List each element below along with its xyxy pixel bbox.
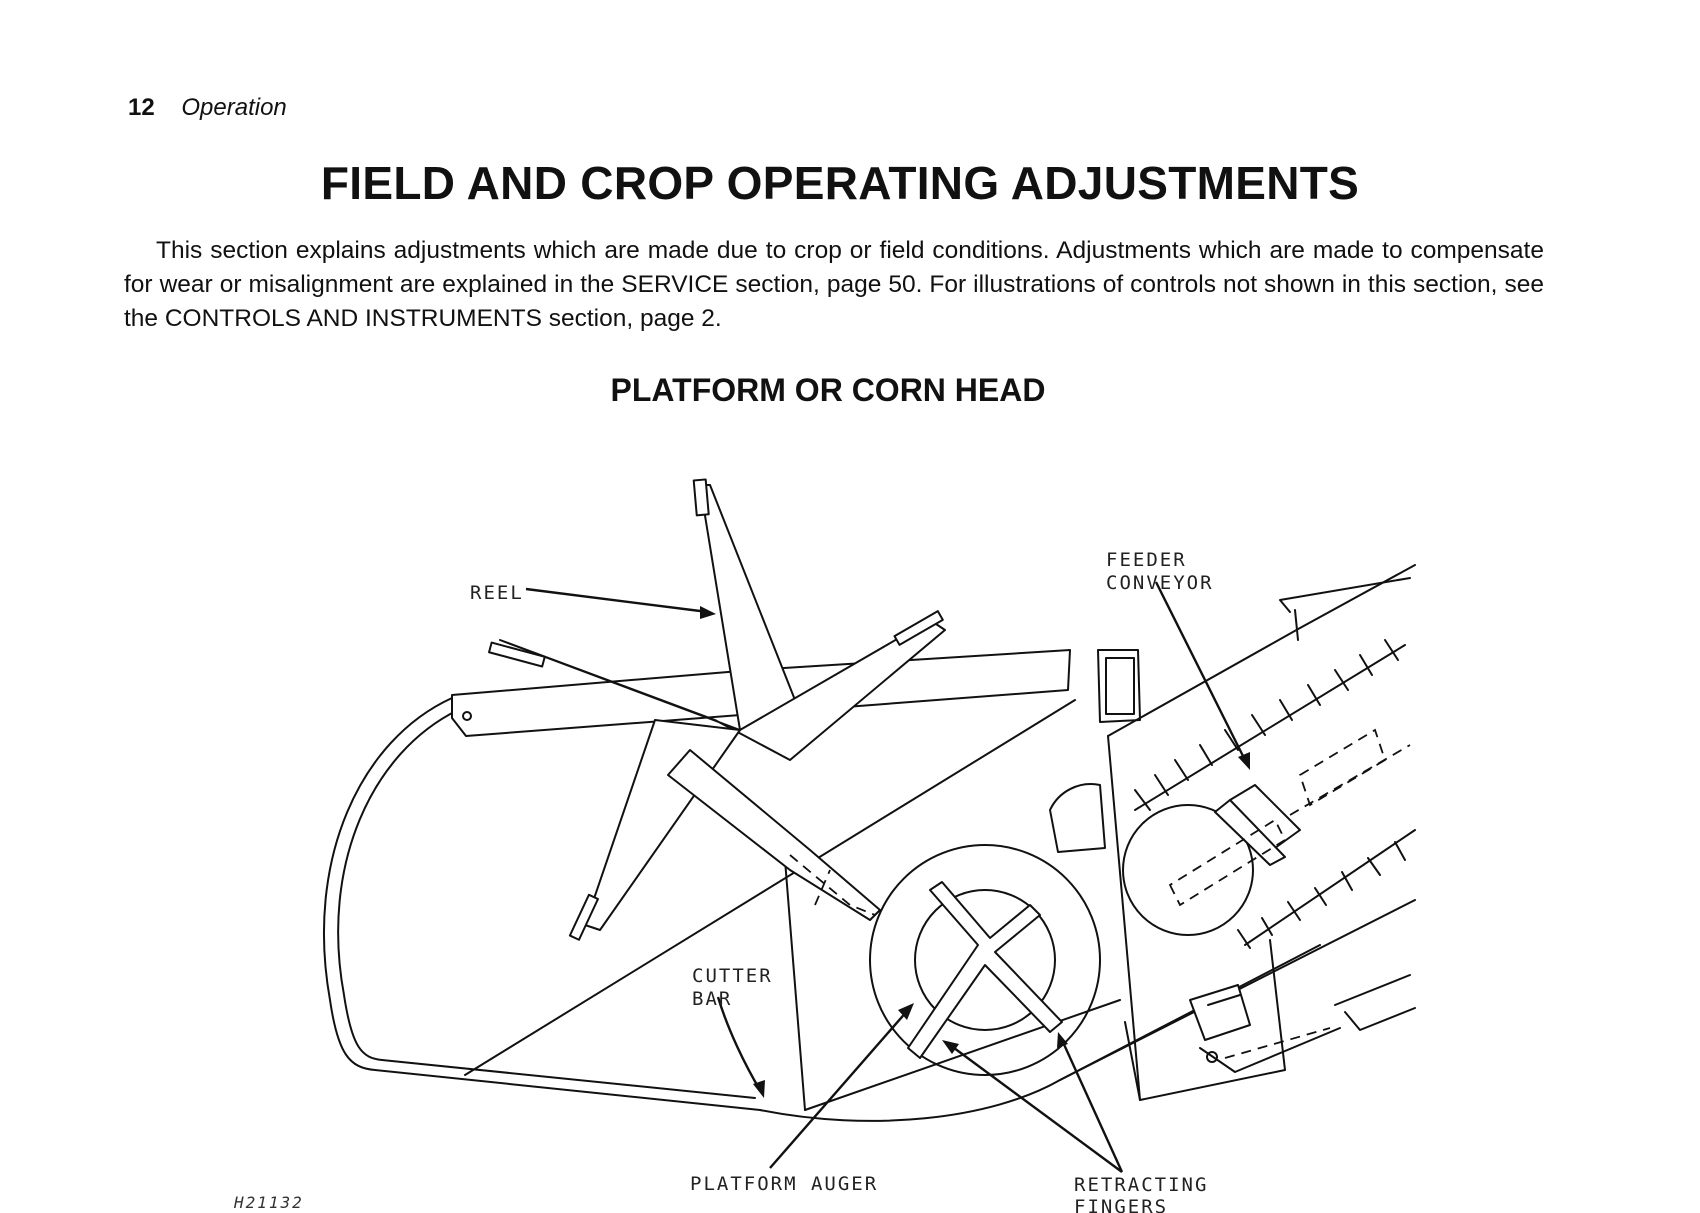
divider-line [784, 859, 806, 1111]
label-platform-auger: PLATFORM AUGER [690, 1173, 878, 1195]
label-cutter-1: CUTTER [692, 965, 773, 987]
feeder-conveyor [1049, 564, 1416, 1101]
label-reel: REEL [470, 582, 524, 604]
reel-leader [525, 587, 709, 614]
reel [488, 478, 946, 941]
fingers-leader-1 [949, 1044, 1123, 1173]
page-number: 12 [128, 94, 155, 121]
pivot-hole [462, 711, 472, 721]
platform-shell [323, 697, 1321, 1122]
figure-number: H21132 [233, 1193, 304, 1212]
label-feeder-1: FEEDER [1106, 549, 1187, 571]
platform-shell-inner [337, 709, 756, 1099]
intro-paragraph: This section explains adjustments which … [124, 237, 1544, 332]
cutter-leader [716, 996, 762, 1091]
subheading: PLATFORM OR CORN HEAD [610, 372, 1046, 408]
feeder-leader [1154, 581, 1247, 761]
platform-floor [464, 699, 1076, 1076]
label-fingers-2: FINGERS [1074, 1196, 1168, 1213]
platform-auger [869, 844, 1101, 1076]
section-name: Operation [181, 94, 287, 121]
label-feeder-2: CONVEYOR [1106, 572, 1214, 594]
auger-leader [769, 1009, 909, 1169]
page-title: FIELD AND CROP OPERATING ADJUSTMENTS [320, 157, 1360, 209]
label-cutter-2: BAR [692, 988, 732, 1010]
page-header: 12 Operation [128, 94, 287, 122]
fingers-leader-2 [1060, 1039, 1124, 1173]
label-fingers-1: RETRACTING [1074, 1174, 1208, 1196]
